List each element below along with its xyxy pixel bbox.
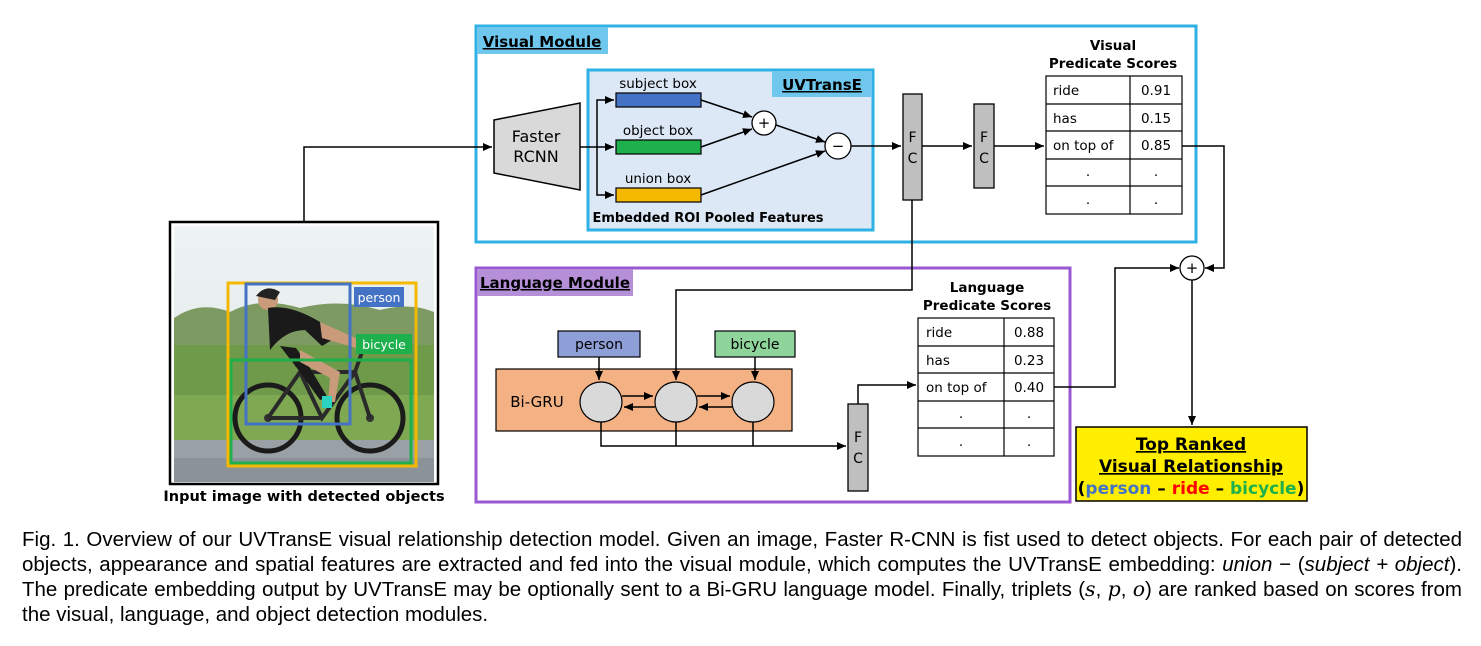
gru-cell-3 xyxy=(731,381,775,423)
triplet-subject: person xyxy=(1085,479,1151,499)
triplet-close-paren: ) xyxy=(1297,479,1305,499)
embedded-roi-label: Embedded ROI Pooled Features xyxy=(592,211,823,226)
visual-fc2 xyxy=(973,103,995,189)
sum-operator-symbol: + xyxy=(1186,259,1199,277)
triplet-predicate: ride xyxy=(1172,479,1210,499)
visual-scores-title-2: Predicate Scores xyxy=(1049,56,1177,72)
visual-module: Visual Module Faster RCNN UVTransE subje… xyxy=(474,24,1198,244)
triplet-dash: – xyxy=(1151,479,1171,499)
bicycle-detection-label-text: bicycle xyxy=(362,337,406,352)
visual-score-label: on top of xyxy=(1053,138,1115,154)
union-box-feature xyxy=(615,187,702,203)
visual-score-label: ride xyxy=(1053,83,1079,99)
visual-module-title: Visual Module xyxy=(483,33,602,51)
language-score-value: 0.40 xyxy=(1014,380,1044,396)
visual-fc1 xyxy=(902,93,923,201)
visual-score-value: 0.85 xyxy=(1141,138,1171,154)
caption-subject-object: subject + object xyxy=(1304,553,1450,576)
visual-score-value: . xyxy=(1154,164,1158,180)
architecture-diagram: person bicycle Input image with detected… xyxy=(163,24,1308,505)
language-score-label: . xyxy=(959,406,963,422)
caption-text: , xyxy=(1095,578,1108,601)
visual-fc1-letter-f: F xyxy=(908,130,916,146)
subject-box-label: subject box xyxy=(619,76,697,92)
person-detection-label-text: person xyxy=(358,290,401,305)
top-ranked-triplet: (person – ride – bicycle) xyxy=(1078,479,1305,499)
language-module: Language Module person bicycle Bi-GRU F … xyxy=(474,266,1072,504)
visual-fc2-letter-c: C xyxy=(979,151,989,167)
language-fc-letter-f: F xyxy=(854,430,862,446)
caption-var-p: p xyxy=(1107,577,1121,601)
language-score-label: ride xyxy=(926,325,952,341)
caption-var-o: o xyxy=(1132,577,1146,601)
faster-rcnn-label-2: RCNN xyxy=(513,147,558,166)
subject-detection-box xyxy=(244,282,352,426)
language-fc-letter-c: C xyxy=(853,451,863,467)
top-ranked-result: Top Ranked Visual Relationship (person –… xyxy=(1075,426,1308,502)
visual-fc2-letter-f: F xyxy=(980,130,988,146)
object-box-label: object box xyxy=(623,123,693,139)
caption-text: − ( xyxy=(1272,553,1305,576)
bicycle-detection-label xyxy=(356,334,412,354)
visual-fc1-letter-c: C xyxy=(908,151,918,167)
language-score-label: has xyxy=(926,353,950,369)
uvtranse-title: UVTransE xyxy=(782,76,862,94)
object-box-feature xyxy=(615,139,702,155)
visual-scores-title-1: Visual xyxy=(1090,38,1136,54)
gru-cell-1 xyxy=(579,381,623,423)
caption-text: , xyxy=(1120,578,1133,601)
subject-box-feature xyxy=(615,92,702,108)
visual-score-value: 0.15 xyxy=(1141,111,1171,127)
plus-operator xyxy=(751,110,777,136)
visual-score-label: . xyxy=(1086,164,1090,180)
caption-var-s: s xyxy=(1085,577,1096,601)
language-scores-table: ride 0.88 has 0.23 on top of 0.40 . . . … xyxy=(917,317,1055,457)
language-scores-title-2: Predicate Scores xyxy=(923,298,1051,314)
language-score-value: . xyxy=(1027,434,1031,450)
gru-cell-2 xyxy=(654,381,698,423)
language-score-value: . xyxy=(1027,406,1031,422)
input-image-caption: Input image with detected objects xyxy=(163,489,444,505)
caption-text: ) are ranked based on scores from the vi… xyxy=(22,578,1462,626)
minus-operator-symbol: − xyxy=(832,137,845,155)
triplet-open-paren: ( xyxy=(1078,479,1086,499)
language-score-value: 0.23 xyxy=(1014,353,1044,369)
bigru-label: Bi-GRU xyxy=(510,393,563,411)
bigru-block xyxy=(495,368,793,432)
input-image-panel: person bicycle Input image with detected… xyxy=(163,220,445,505)
top-ranked-title-1: Top Ranked xyxy=(1136,435,1246,455)
visual-scores-table: ride 0.91 has 0.15 on top of 0.85 . . . … xyxy=(1045,75,1183,215)
bicycle-token-label: bicycle xyxy=(731,337,780,353)
person-token xyxy=(557,330,641,358)
visual-score-value: . xyxy=(1154,192,1158,208)
visual-score-label: has xyxy=(1053,111,1077,127)
top-ranked-title-2: Visual Relationship xyxy=(1099,457,1283,477)
visual-score-value: 0.91 xyxy=(1141,83,1171,99)
person-token-label: person xyxy=(575,337,623,353)
language-score-value: 0.88 xyxy=(1014,325,1044,341)
language-fc xyxy=(847,403,869,492)
faster-rcnn-label-1: Faster xyxy=(512,127,561,146)
plus-operator-symbol: + xyxy=(758,114,771,132)
caption-text: Fig. 1. Overview of our UVTransE visual … xyxy=(22,528,1462,576)
language-score-label: on top of xyxy=(926,380,988,396)
language-score-label: . xyxy=(959,434,963,450)
language-scores-title-1: Language xyxy=(950,280,1025,296)
figure-caption: Fig. 1. Overview of our UVTransE visual … xyxy=(22,527,1462,627)
bicycle-token xyxy=(714,330,796,358)
caption-text: ). The predicate embedding output by UVT… xyxy=(22,553,1462,601)
triplet-object: bicycle xyxy=(1230,479,1297,499)
union-box-label: union box xyxy=(625,171,691,187)
triplet-dash: – xyxy=(1210,479,1230,499)
object-detection-box xyxy=(229,358,413,465)
faster-rcnn-block xyxy=(493,102,581,191)
visual-score-label: . xyxy=(1086,192,1090,208)
person-detection-label xyxy=(354,287,404,307)
language-module-title: Language Module xyxy=(480,274,630,292)
caption-union: union xyxy=(1222,553,1273,576)
